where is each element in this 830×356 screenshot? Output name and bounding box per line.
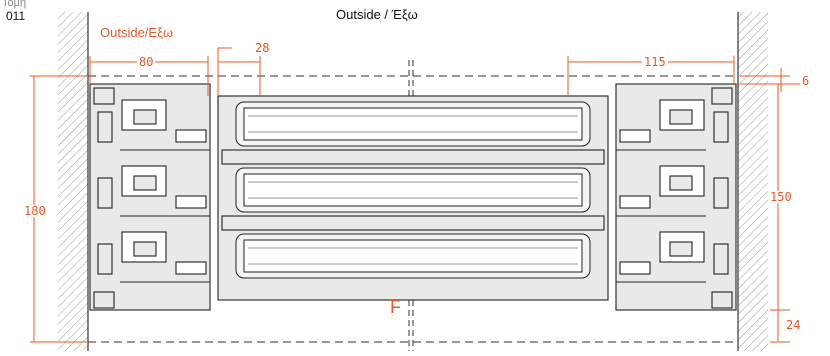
dimension-28-label: 28 (255, 41, 270, 55)
dimension-115-label: 115 (642, 55, 668, 69)
dimension-80-label: 80 (137, 55, 156, 69)
dimension-150-label: 150 (768, 190, 794, 204)
dimension-24-label: 24 (786, 318, 801, 332)
drawing-code: 011 (6, 9, 26, 23)
f-marker: F (390, 297, 401, 317)
glass-inner-lines (248, 115, 578, 265)
dimension-180-label: 180 (22, 204, 48, 218)
section-label: Τομή (2, 0, 27, 9)
outside-side-label: Outside/Εξω (100, 25, 174, 40)
glass-panes (235, 101, 591, 279)
left-frame-profile (89, 83, 211, 311)
dimension-6-label: 6 (802, 74, 810, 88)
top-caption: Outside / Έξω (336, 7, 418, 22)
left-wall-hatch (58, 12, 88, 351)
right-frame-profile (615, 83, 737, 311)
right-wall-hatch (738, 12, 768, 351)
